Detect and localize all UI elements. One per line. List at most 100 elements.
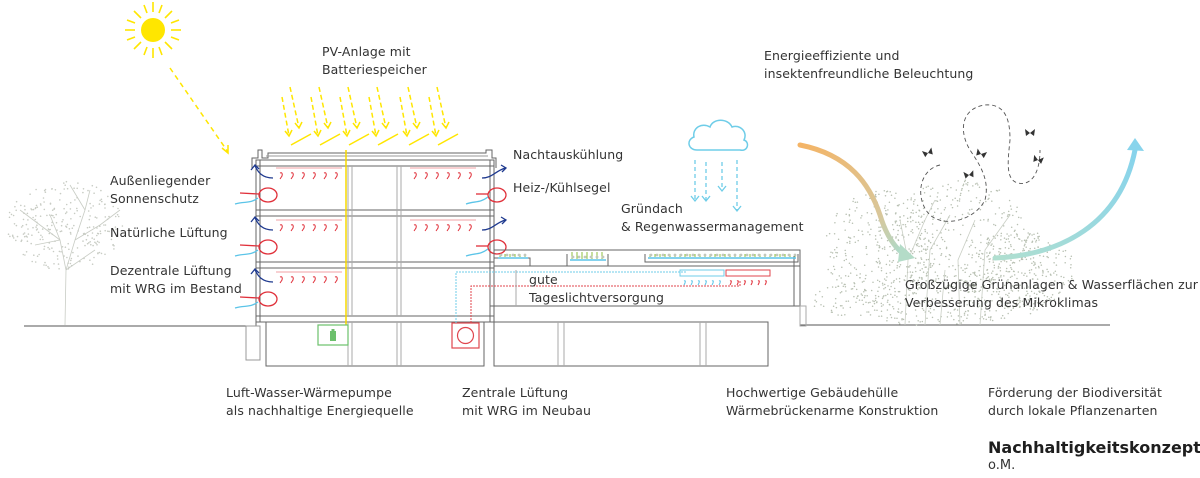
- foliage-dot: [980, 241, 982, 244]
- foliage-dot: [983, 273, 986, 276]
- foliage-dot: [849, 240, 851, 243]
- label-line: durch lokale Pflanzenarten: [988, 403, 1158, 418]
- foliage-dot: [104, 203, 106, 205]
- foliage-dot: [912, 219, 914, 222]
- foliage-dot: [886, 239, 889, 242]
- foliage-dot: [908, 294, 910, 296]
- foliage-dot: [1070, 275, 1073, 277]
- foliage-dot: [100, 198, 103, 201]
- foliage-dot: [919, 302, 921, 305]
- foliage-dot: [1013, 274, 1016, 276]
- foliage-dot: [883, 283, 886, 286]
- foliage-dot: [99, 199, 101, 202]
- exhaust-air-arrow: [239, 244, 260, 247]
- foliage-dot: [897, 290, 900, 293]
- roof-shrub: [781, 253, 785, 257]
- foliage-dot: [883, 278, 886, 280]
- foliage-dot: [851, 256, 854, 258]
- pv-sunlight-arrow: [318, 86, 329, 129]
- foliage-dot: [113, 248, 115, 250]
- foliage-dot: [53, 216, 55, 219]
- foliage-dot: [12, 237, 15, 239]
- foliage-dot: [1033, 285, 1035, 288]
- foliage-dot: [1012, 300, 1014, 303]
- foliage-dot: [897, 205, 899, 207]
- foliage-dot: [1034, 284, 1037, 286]
- foliage-dot: [67, 262, 69, 265]
- foliage-dot: [866, 295, 868, 297]
- foliage-dot: [966, 317, 968, 319]
- foliage-dot: [1047, 270, 1049, 273]
- label-line: Verbesserung des Mikroklimas: [905, 295, 1099, 310]
- foliage-dot: [992, 245, 995, 247]
- ventilation-unit-loop: [258, 187, 278, 203]
- foliage-dot: [880, 267, 883, 269]
- foliage-dot: [1064, 249, 1067, 252]
- foliage-dot: [951, 289, 953, 292]
- foliage-dot: [869, 314, 872, 316]
- foliage-dot: [91, 263, 94, 266]
- foliage-dot: [910, 198, 912, 201]
- foliage-dot: [30, 208, 32, 210]
- roof-shrub: [673, 253, 677, 257]
- foliage-dot: [865, 245, 868, 248]
- foliage-dot: [875, 297, 877, 300]
- foliage-dot: [1015, 287, 1018, 290]
- foliage-dot: [29, 193, 31, 195]
- foliage-dot: [92, 244, 94, 247]
- pv-sunlight-arrow: [289, 86, 300, 129]
- foliage-dot: [911, 228, 914, 231]
- foliage-dot: [958, 200, 961, 202]
- foliage-dot: [1011, 285, 1014, 287]
- foliage-dot: [1013, 261, 1016, 264]
- foliage-dot: [21, 224, 24, 227]
- energy-flow-arrow-orange: [797, 142, 915, 262]
- foliage-dot: [936, 275, 939, 277]
- foliage-dot: [968, 253, 970, 255]
- foliage-dot: [906, 217, 909, 219]
- foliage-dot: [986, 252, 988, 254]
- foliage-dot: [1016, 206, 1018, 208]
- foliage-dot: [15, 200, 18, 203]
- foliage-dot: [994, 278, 996, 281]
- foliage-dot: [1010, 226, 1013, 228]
- foliage-dot: [973, 285, 975, 288]
- foliage-dot: [82, 240, 84, 242]
- foliage-dot: [945, 255, 947, 258]
- foliage-dot: [1037, 235, 1039, 238]
- foliage-dot: [939, 247, 941, 250]
- foliage-dot: [1016, 223, 1019, 226]
- foliage-dot: [889, 314, 892, 316]
- foliage-dot: [918, 283, 920, 286]
- foliage-dot: [991, 299, 993, 302]
- foliage-dot: [1007, 238, 1010, 240]
- foliage-dot: [931, 316, 934, 319]
- foliage-dot: [977, 184, 979, 186]
- foliage-dot: [1042, 272, 1044, 274]
- foliage-dot: [34, 218, 36, 221]
- foliage-dot: [1041, 274, 1044, 277]
- foliage-dot: [966, 264, 969, 266]
- foliage-dot: [862, 303, 865, 306]
- foliage-dot: [950, 204, 952, 206]
- foliage-dot: [826, 287, 829, 289]
- foliage-dot: [840, 277, 842, 279]
- heat-radiation-tick: [312, 224, 316, 232]
- foliage-dot: [985, 318, 987, 321]
- foliage-dot: [967, 181, 969, 184]
- foliage-dot: [968, 284, 971, 287]
- foliage-dot: [948, 254, 951, 256]
- foliage-dot: [968, 291, 970, 293]
- foliage-dot: [837, 238, 840, 241]
- foliage-dot: [1029, 272, 1031, 274]
- foliage-dot: [1021, 258, 1024, 261]
- foliage-dot: [898, 277, 901, 280]
- foliage-dot: [889, 271, 891, 274]
- foliage-dot: [956, 323, 958, 325]
- heat-radiation-tick: [290, 276, 294, 284]
- foliage-dot: [841, 266, 843, 269]
- foliage-dot: [91, 184, 94, 187]
- foliage-dot: [876, 279, 879, 281]
- heat-radiation-tick: [290, 172, 294, 180]
